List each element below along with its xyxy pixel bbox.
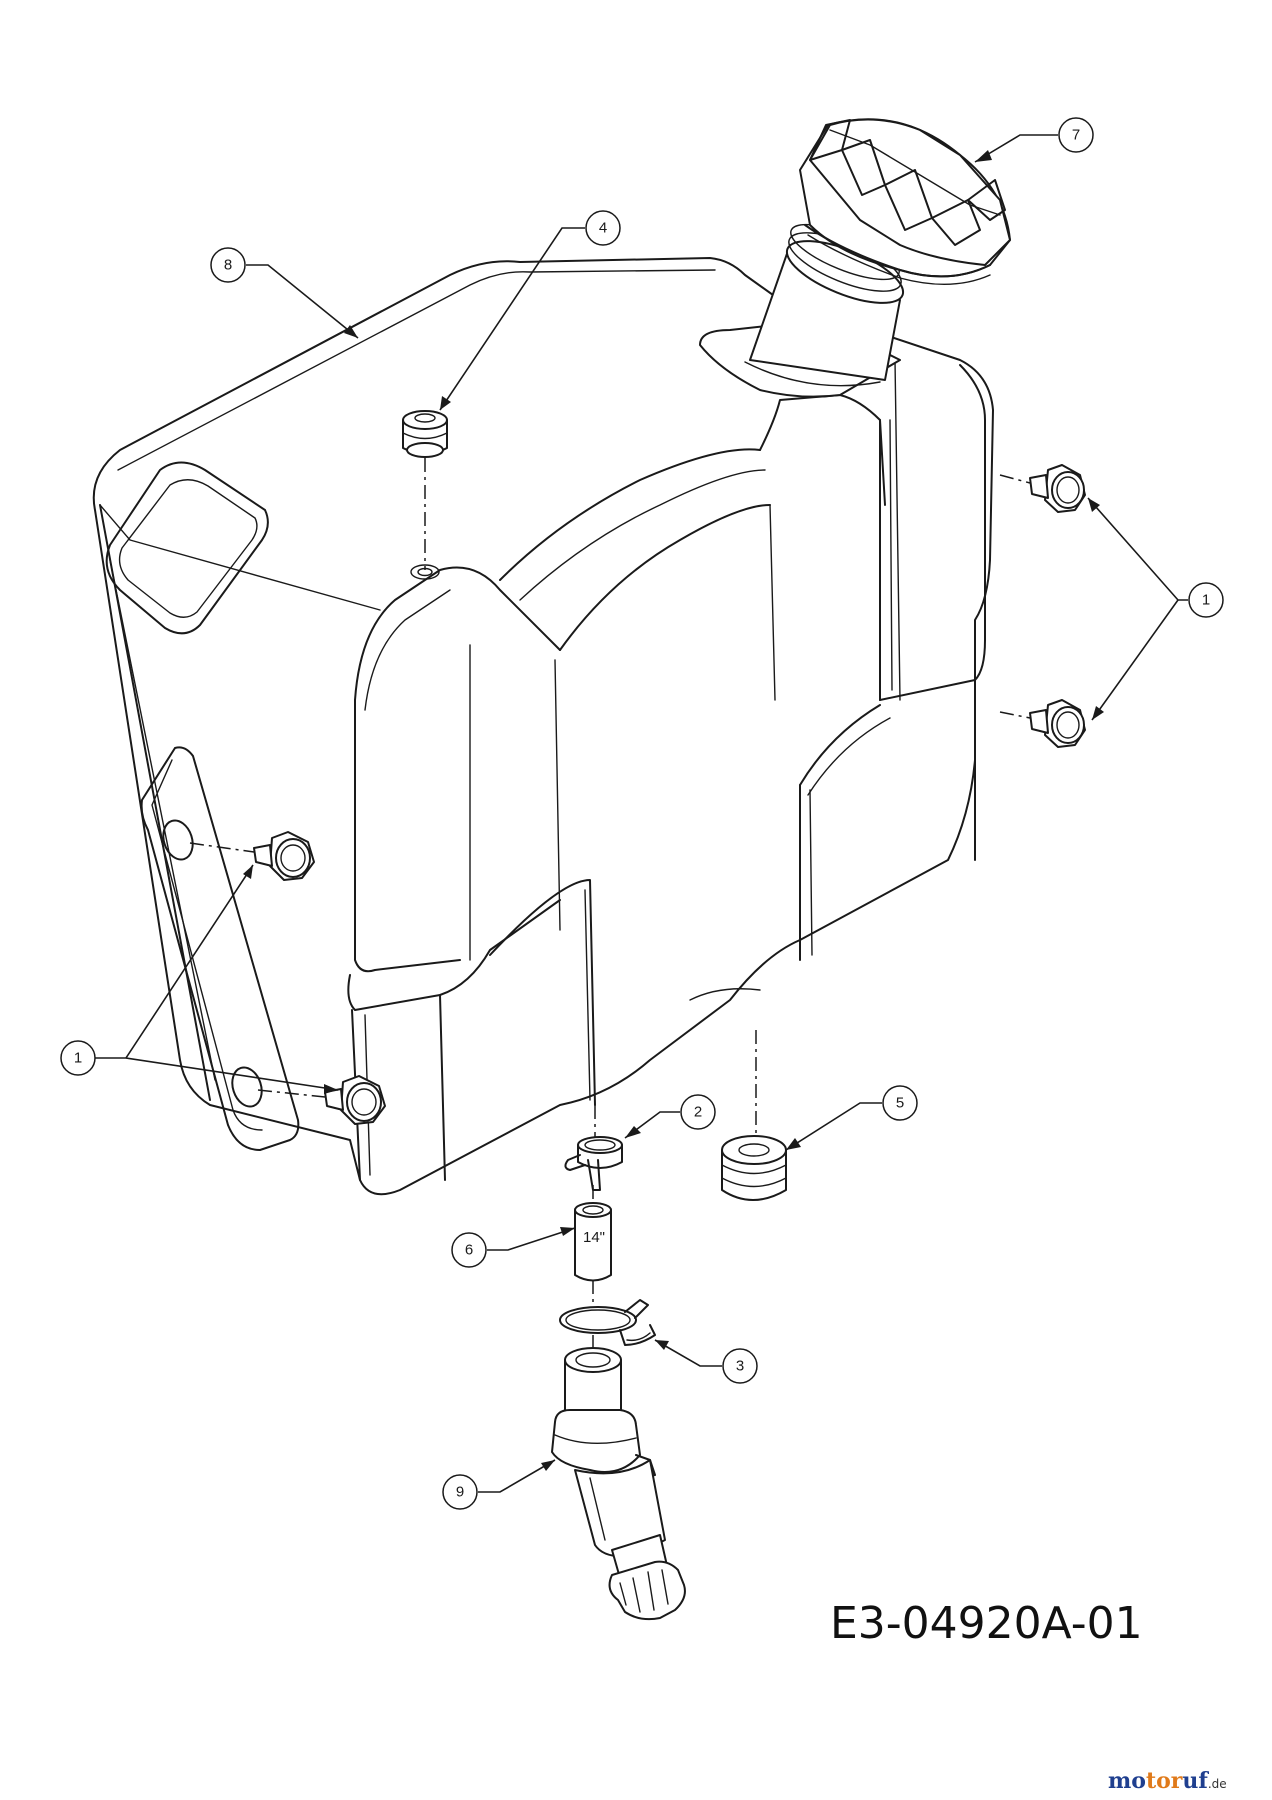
callout-3: 3 <box>722 1348 758 1384</box>
grommet-bottom <box>721 1030 787 1201</box>
brand-part-3: uf <box>1182 1768 1208 1794</box>
brand-domain: .de <box>1207 1777 1227 1791</box>
brand-part-2: tor <box>1145 1768 1183 1794</box>
callout-4-label: 4 <box>599 220 607 237</box>
callout-5: 5 <box>882 1085 918 1121</box>
bolt-right-upper <box>999 464 1086 513</box>
callout-8-label: 8 <box>224 257 232 274</box>
hose-length-label: 14" <box>583 1229 605 1246</box>
brand-part-1: mo <box>1108 1768 1146 1794</box>
callout-3-label: 3 <box>736 1358 744 1375</box>
mounting-bracket <box>140 746 300 1151</box>
callout-7: 7 <box>1058 117 1094 153</box>
callout-7-label: 7 <box>1072 127 1080 144</box>
fuel-hose: 14" <box>574 1185 612 1282</box>
callout-2: 2 <box>680 1094 716 1130</box>
callout-6-label: 6 <box>465 1242 473 1259</box>
callout-1-left: 1 <box>60 1040 96 1076</box>
callout-5-label: 5 <box>896 1095 904 1112</box>
hose-clamp-upper <box>564 1105 623 1191</box>
callout-9: 9 <box>442 1474 478 1510</box>
callout-1-left-label: 1 <box>74 1050 82 1067</box>
callout-8: 8 <box>210 247 246 283</box>
brand-watermark: motoruf.de <box>1108 1768 1227 1794</box>
diagram-code: E3-04920A-01 <box>830 1598 1143 1649</box>
leader-lines <box>95 134 1188 1493</box>
callout-1-right-label: 1 <box>1202 592 1210 609</box>
bolt-left-upper <box>189 831 315 881</box>
callout-4: 4 <box>585 210 621 246</box>
callout-6: 6 <box>451 1232 487 1268</box>
hose-clamp-lower <box>559 1280 656 1346</box>
bolt-left-lower <box>257 1075 386 1125</box>
fuel-tank <box>92 223 994 1196</box>
callout-2-label: 2 <box>694 1104 702 1121</box>
callout-9-label: 9 <box>456 1484 464 1501</box>
bolt-right-lower <box>999 699 1086 748</box>
grommet-top <box>402 410 448 570</box>
fuel-cap <box>799 118 1011 285</box>
callout-1-right: 1 <box>1188 582 1224 618</box>
fuel-shutoff-valve <box>551 1335 686 1621</box>
